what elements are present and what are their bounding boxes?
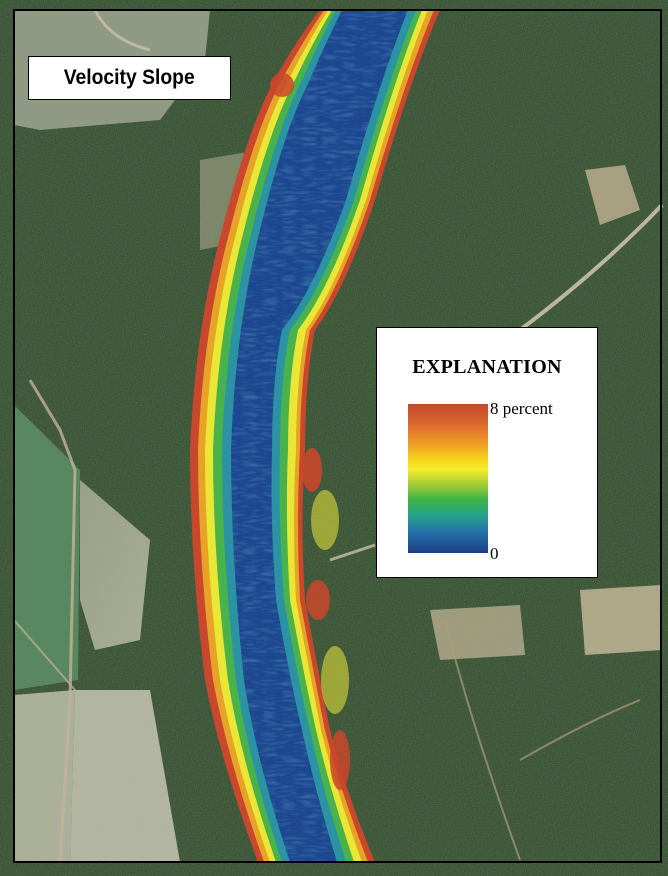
map-title: Velocity Slope (63, 66, 195, 89)
pond-field (14, 405, 80, 690)
farm-field (14, 690, 75, 862)
map-border (13, 9, 662, 863)
legend-heading: EXPLANATION (412, 356, 562, 378)
map-title-box: Velocity Slope (28, 56, 231, 100)
legend-color-ramp (408, 404, 488, 553)
legend: EXPLANATION 8 percent 0 (376, 327, 598, 578)
road (518, 203, 664, 332)
legend-max-label: 8 percent (490, 399, 553, 418)
legend-min-label: 0 (490, 544, 499, 563)
